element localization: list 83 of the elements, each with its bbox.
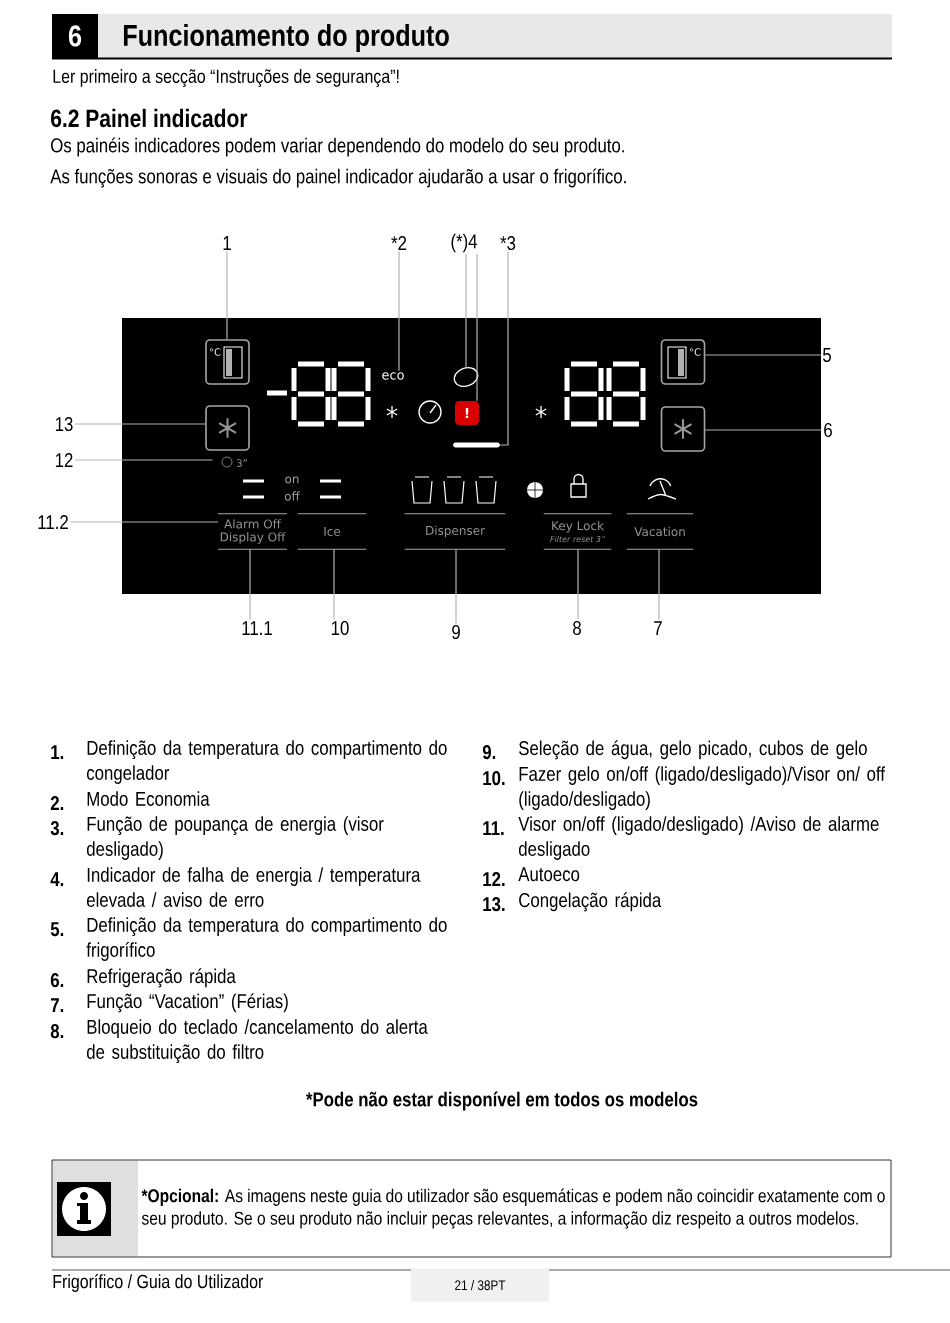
list-text: Fazer gelo on/off (ligado/desligado)/Visor on/ off (ligado/desligado): [519, 766, 885, 810]
leader-line: [465, 253, 467, 369]
intro-text: As funções sonoras e visuais do painel indicador ajudarão a usar o frigorífico.: [50, 168, 626, 188]
alarm-display-button: Alarm Off Display Off: [217, 513, 288, 550]
list-text: Função de poupança de energia (visor desligado): [87, 816, 384, 860]
vacation-button: Vacation: [626, 513, 694, 550]
snowflake-button: [205, 405, 250, 451]
callout-number: 11.1: [242, 621, 272, 635]
temperature-button: [205, 339, 250, 385]
footnote-text: *Pode não estar disponível em todos os modelos: [306, 1091, 698, 1111]
dispenser-button: Dispenser: [404, 513, 506, 550]
callout-number: 11.2: [38, 515, 68, 529]
list-number: 11.: [483, 821, 504, 835]
display-panel: [122, 318, 821, 594]
list-text: Função “Vacation” (Férias): [87, 993, 288, 1013]
on-label: on: [285, 476, 299, 484]
list-number: 5.: [50, 922, 64, 937]
list-text: Definição da temperatura do compartimento do congelador: [87, 740, 447, 784]
key-lock-button: Key Lock Filter reset 3”: [543, 513, 612, 550]
list-text: Visor on/off (ligado/desligado) /Aviso de alarme desligado: [518, 816, 879, 860]
leader-line: [226, 250, 228, 340]
leader-line: [476, 253, 478, 402]
list-number: 8.: [50, 1024, 64, 1039]
eco-indicator: eco: [382, 372, 404, 380]
list-number: 12.: [483, 872, 505, 886]
callout-number: 1: [223, 236, 231, 250]
list-number: 3.: [50, 821, 64, 836]
callout-number: *3: [500, 235, 516, 251]
leaf-icon: [453, 366, 479, 388]
list-text: Seleção de água, gelo picado, cubos de gelo: [519, 740, 867, 760]
warning-indicator: !: [455, 401, 479, 425]
list-text: Modo Economia: [87, 791, 210, 806]
callout-number: 7: [654, 621, 662, 635]
temperature-button: [660, 339, 706, 385]
unit-label: °C: [690, 348, 701, 356]
leader-line: [333, 548, 335, 620]
callout-number: 5: [823, 348, 831, 362]
section-number: 6: [52, 14, 98, 58]
page-number: 21 / 38PT: [411, 1268, 549, 1302]
page-title: Funcionamento do produto: [123, 24, 449, 52]
callout-number: (*)4: [451, 233, 478, 253]
list-number: 6.: [50, 973, 64, 988]
callout-number: 6: [824, 422, 832, 438]
list-number: 13.: [483, 897, 505, 912]
leader-line: [69, 521, 219, 523]
list-number: 2.: [50, 796, 64, 810]
timer-indicator: 3”: [237, 459, 247, 467]
leader-line: [455, 548, 457, 624]
list-text: Bloqueio do teclado /cancelamento do alerta de substituição do filtro: [87, 1019, 428, 1063]
list-number: 10.: [483, 771, 505, 786]
leader-line: [704, 429, 823, 431]
leader-line: [74, 423, 206, 425]
section-heading: 6.2 Painel indicador: [51, 108, 248, 128]
intro-text: Os painéis indicadores podem variar dependendo do modelo do seu produto.: [51, 137, 624, 157]
callout-number: 13: [55, 416, 73, 432]
leader-line: [658, 548, 660, 621]
ice-button: Ice: [297, 513, 367, 550]
list-number: 4.: [50, 872, 64, 886]
list-number: 1.: [51, 745, 64, 759]
info-box: *Opcional: As imagens neste guia do utilizador são esquemáticas e podem não coincidir exatamente com o seu produto. Se o seu produto não incluir peças relevantes, a informação diz respeito a outros modelos.: [51, 1159, 892, 1258]
list-number: 7.: [51, 998, 64, 1012]
list-text: Autoeco: [518, 867, 580, 882]
list-text: Congelação rápida: [519, 892, 662, 912]
snowflake-button: [660, 406, 706, 452]
leader-line: [249, 548, 251, 621]
indicator-bar: [453, 442, 500, 448]
note-text: Ler primeiro a secção “Instruções de segurança”!: [53, 69, 399, 87]
leader-line: [499, 251, 509, 446]
leader-line: [398, 251, 400, 372]
callout-number: 9: [452, 624, 460, 640]
list-text: Refrigeração rápida: [87, 968, 236, 988]
unit-label: °C: [209, 348, 221, 356]
list-number: 9.: [482, 745, 496, 760]
leader-line: [577, 548, 579, 620]
callout-number: 12: [55, 453, 73, 467]
list-text: Indicador de falha de energia / temperatura elevada / aviso de erro: [87, 867, 421, 907]
callout-number: 8: [573, 620, 581, 636]
leader-line: [704, 354, 822, 356]
callout-number: *2: [391, 236, 407, 250]
leader-line: [74, 459, 214, 461]
callout-number: 10: [331, 620, 349, 636]
list-text: Definição da temperatura do compartimento do frigorífico: [86, 917, 447, 961]
off-label: off: [284, 491, 301, 501]
